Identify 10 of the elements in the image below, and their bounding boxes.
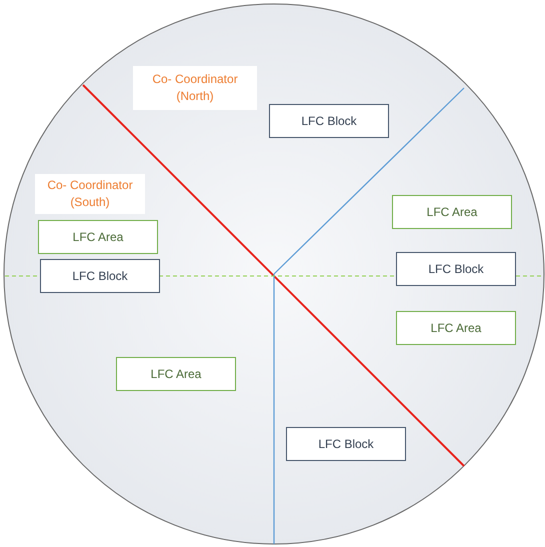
coordinator-label-box: Co- Coordinator (North) (133, 66, 257, 110)
block-box: LFC Block (396, 252, 516, 286)
block-box: LFC Block (269, 104, 389, 138)
coordinator-label-box: Co- Coordinator (South) (35, 174, 145, 214)
area-box: LFC Area (38, 220, 158, 254)
block-box: LFC Block (40, 259, 160, 293)
area-box: LFC Area (396, 311, 516, 345)
block-box: LFC Block (286, 427, 406, 461)
area-box: LFC Area (116, 357, 236, 391)
area-box: LFC Area (392, 195, 512, 229)
